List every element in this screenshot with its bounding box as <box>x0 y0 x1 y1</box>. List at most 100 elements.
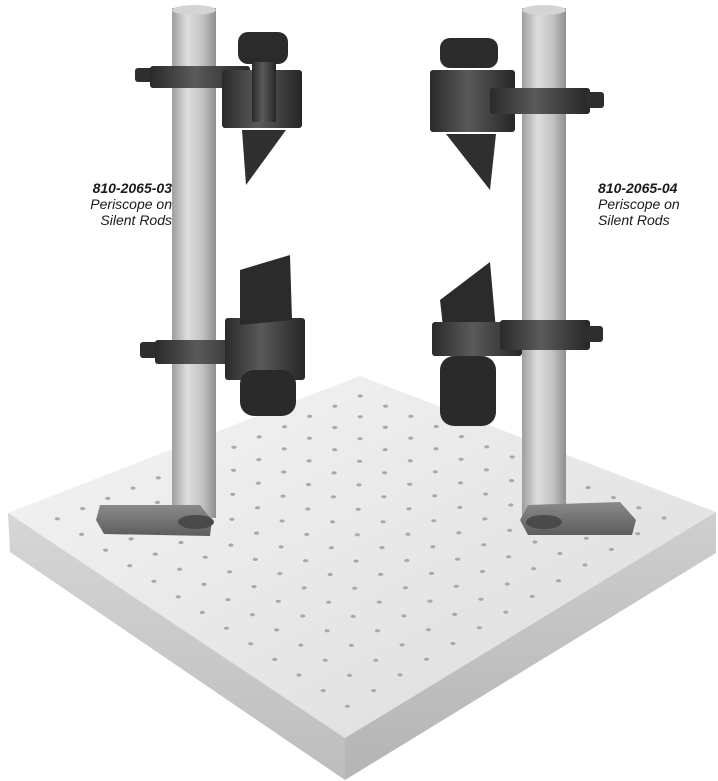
breadboard-hole <box>432 470 438 474</box>
breadboard-hole <box>278 545 284 549</box>
breadboard-hole <box>306 459 312 463</box>
breadboard-hole <box>635 532 641 536</box>
breadboard-hole <box>428 571 435 576</box>
breadboard-hole <box>280 494 286 498</box>
breadboard-hole <box>331 471 337 475</box>
breadboard-hole <box>373 658 379 662</box>
breadboard-hole <box>322 658 328 662</box>
breadboard-hole <box>405 532 411 536</box>
mounting-holes <box>54 394 667 708</box>
left-part-number: 810-2065-03 <box>92 180 172 196</box>
breadboard-hole <box>199 610 205 615</box>
breadboard-hole <box>433 424 439 429</box>
breadboard-hole <box>504 582 510 586</box>
breadboard-hole <box>304 532 310 537</box>
breadboard-hole <box>610 496 617 500</box>
breadboard-hole <box>458 435 465 439</box>
breadboard-hole <box>406 507 412 511</box>
breadboard-hole <box>332 448 338 452</box>
breadboard-hole <box>253 531 260 535</box>
breadboard-hole <box>255 481 261 485</box>
breadboard-hole <box>229 517 235 521</box>
breadboard-hole <box>661 516 667 520</box>
breadboard-hole <box>402 586 408 590</box>
breadboard-hole <box>305 482 312 487</box>
breadboard-hole <box>256 435 262 439</box>
breadboard-hole <box>356 483 362 487</box>
breadboard-hole <box>330 495 336 499</box>
breadboard-hole <box>457 505 463 509</box>
breadboard-hole <box>130 486 136 490</box>
breadboard-hole <box>305 507 311 511</box>
breadboard-hole <box>482 517 488 521</box>
breadboard-hole <box>223 626 230 630</box>
breadboard-hole <box>326 600 332 604</box>
breadboard-hole <box>281 447 287 451</box>
breadboard-hole <box>348 643 354 648</box>
breadboard-hole <box>54 517 60 521</box>
breadboard-hole <box>175 595 181 599</box>
breadboard-hole <box>151 579 157 583</box>
breadboard-hole <box>481 543 487 547</box>
breadboard-hole <box>254 506 261 510</box>
breadboard-hole <box>127 564 133 568</box>
breadboard-hole <box>508 503 514 507</box>
breadboard-hole <box>408 436 414 440</box>
breadboard-hole <box>103 548 109 552</box>
breadboard-hole <box>154 500 161 504</box>
breadboard-hole <box>506 555 512 559</box>
breadboard-hole <box>78 532 85 537</box>
breadboard-hole <box>274 628 280 632</box>
breadboard-hole <box>529 594 535 599</box>
breadboard-hole <box>432 494 438 498</box>
breadboard-hole <box>178 540 184 545</box>
breadboard-hole <box>296 673 302 677</box>
breadboard-hole <box>249 613 255 617</box>
breadboard-hole <box>248 642 254 646</box>
breadboard-plate <box>8 376 716 780</box>
breadboard-hole <box>382 404 389 408</box>
breadboard-hole <box>585 485 591 490</box>
breadboard-hole <box>382 471 388 475</box>
left-caption-line1: Periscope on <box>90 196 172 212</box>
breadboard-hole <box>407 459 413 463</box>
breadboard-hole <box>478 597 484 601</box>
breadboard-hole <box>281 470 287 474</box>
breadboard-hole <box>431 519 437 523</box>
breadboard-hole <box>357 394 363 398</box>
breadboard-hole <box>202 555 208 559</box>
breadboard-hole <box>430 545 436 549</box>
breadboard-hole <box>128 537 134 541</box>
breadboard-hole <box>507 528 513 533</box>
breadboard-hole <box>401 614 407 618</box>
breadboard-hole <box>279 519 285 523</box>
breadboard-hole <box>277 572 283 576</box>
breadboard-hole <box>252 557 258 562</box>
breadboard-hole <box>371 689 377 693</box>
breadboard-hole <box>608 547 615 552</box>
breadboard-hole <box>354 533 360 537</box>
breadboard-hole <box>453 584 459 588</box>
breadboard-hole <box>301 586 307 590</box>
breadboard-hole <box>484 445 490 449</box>
breadboard-hole <box>397 673 403 677</box>
breadboard-hole <box>382 448 388 452</box>
breadboard-hole <box>155 476 161 480</box>
breadboard-hole <box>531 567 537 571</box>
breadboard-hole <box>636 506 642 510</box>
breadboard-hole <box>450 641 456 646</box>
breadboard-hole <box>275 599 281 603</box>
breadboard-hole <box>346 673 353 678</box>
breadboard-hole <box>105 496 111 500</box>
breadboard-hole <box>251 585 257 589</box>
breadboard-hole <box>456 531 462 535</box>
breadboard-hole <box>583 536 589 540</box>
breadboard-hole <box>379 546 385 550</box>
breadboard-hole <box>483 468 489 472</box>
breadboard-hole <box>230 492 236 496</box>
breadboard-hole <box>256 458 262 462</box>
breadboard-hole <box>227 570 233 574</box>
breadboard-hole <box>225 598 231 602</box>
breadboard-hole <box>281 425 288 429</box>
